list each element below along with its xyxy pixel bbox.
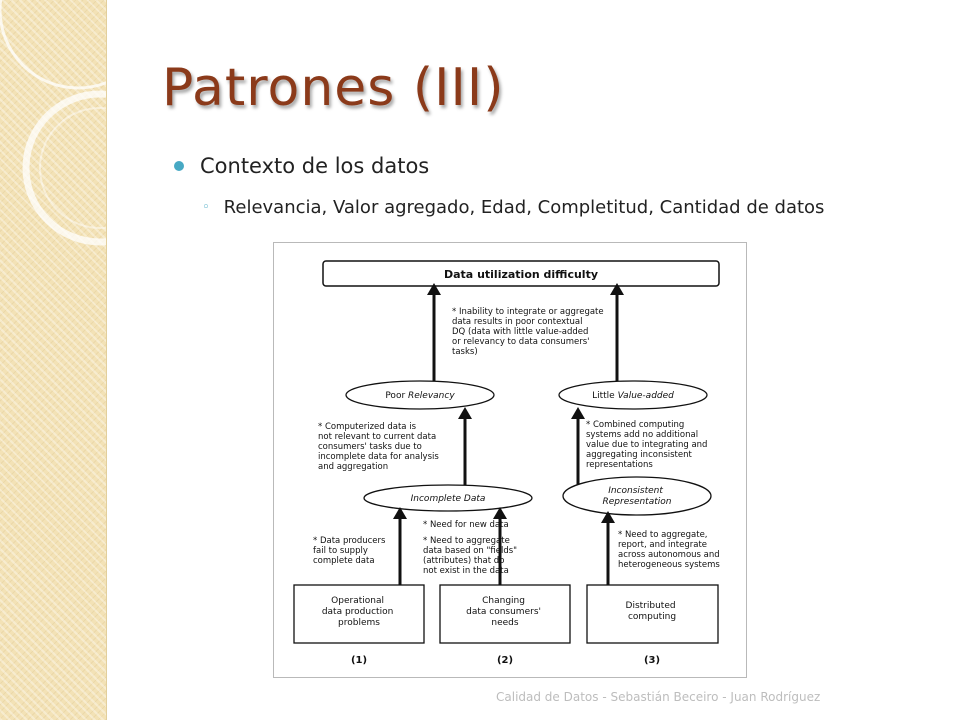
top-box — [322, 260, 720, 287]
arrowhead-icon — [571, 407, 585, 419]
label-num-2: (2) — [497, 655, 513, 666]
label-num-3: (3) — [644, 655, 660, 666]
box-operational-label: Operational data production problems — [322, 596, 396, 628]
note-top: * Inability to integrate or aggregate da… — [452, 307, 606, 357]
arrowhead-icon — [427, 283, 441, 295]
slide-title: Patrones (III) — [162, 58, 505, 118]
sub-bullet-text: Relevancia, Valor agregado, Edad, Comple… — [223, 197, 825, 218]
note-right: * Combined computing systems add no addi… — [586, 420, 710, 470]
little-value-label: Little Value-added — [592, 391, 674, 401]
note-producers: * Data producers fail to supply complete… — [313, 536, 388, 566]
bullet-text: Contexto de los datos — [200, 154, 430, 178]
note-needs: * Need for new data * Need to aggregate … — [423, 520, 520, 576]
note-left: * Computerized data is not relevant to c… — [318, 422, 442, 472]
box-distributed — [586, 584, 719, 644]
ring-bullet-icon: ◦ — [202, 200, 210, 215]
incomplete-data-node — [363, 484, 533, 512]
poor-relevancy-node — [345, 380, 495, 410]
arrowhead-icon — [493, 507, 507, 519]
arrowhead-icon — [393, 507, 407, 519]
diagram-figure: Data utilization difficulty * Inability … — [273, 242, 747, 678]
diagram-svg: Data utilization difficulty * Inability … — [293, 260, 722, 666]
arrowhead-icon — [610, 283, 624, 295]
box-changing-needs-label: Changing data consumers' needs — [466, 596, 544, 628]
label-num-1: (1) — [351, 655, 367, 666]
box-distributed-label: Distributed computing — [626, 601, 679, 622]
arrowhead-icon — [601, 511, 615, 523]
note-aggregate: * Need to aggregate, report, and integra… — [618, 530, 722, 570]
poor-relevancy-label: Poor Relevancy — [385, 391, 455, 401]
slide-footer: Calidad de Datos - Sebastián Beceiro - J… — [496, 690, 821, 704]
box-changing-needs — [439, 584, 571, 644]
decorative-circles — [0, 0, 106, 246]
top-box-label: Data utilization difficulty — [444, 268, 598, 281]
bullet-item: Contexto de los datos — [174, 154, 429, 178]
little-value-node — [558, 380, 708, 410]
arrowhead-icon — [458, 407, 472, 419]
box-operational — [293, 584, 425, 644]
incomplete-data-label: Incomplete Data — [411, 494, 486, 504]
inconsistent-representation-node — [562, 476, 712, 516]
inconsistent-representation-label: Inconsistent Representation — [603, 486, 672, 507]
bullet-dot-icon — [174, 161, 184, 171]
decorative-side-panel — [0, 0, 107, 720]
sub-bullet-item: ◦ Relevancia, Valor agregado, Edad, Comp… — [202, 197, 824, 218]
